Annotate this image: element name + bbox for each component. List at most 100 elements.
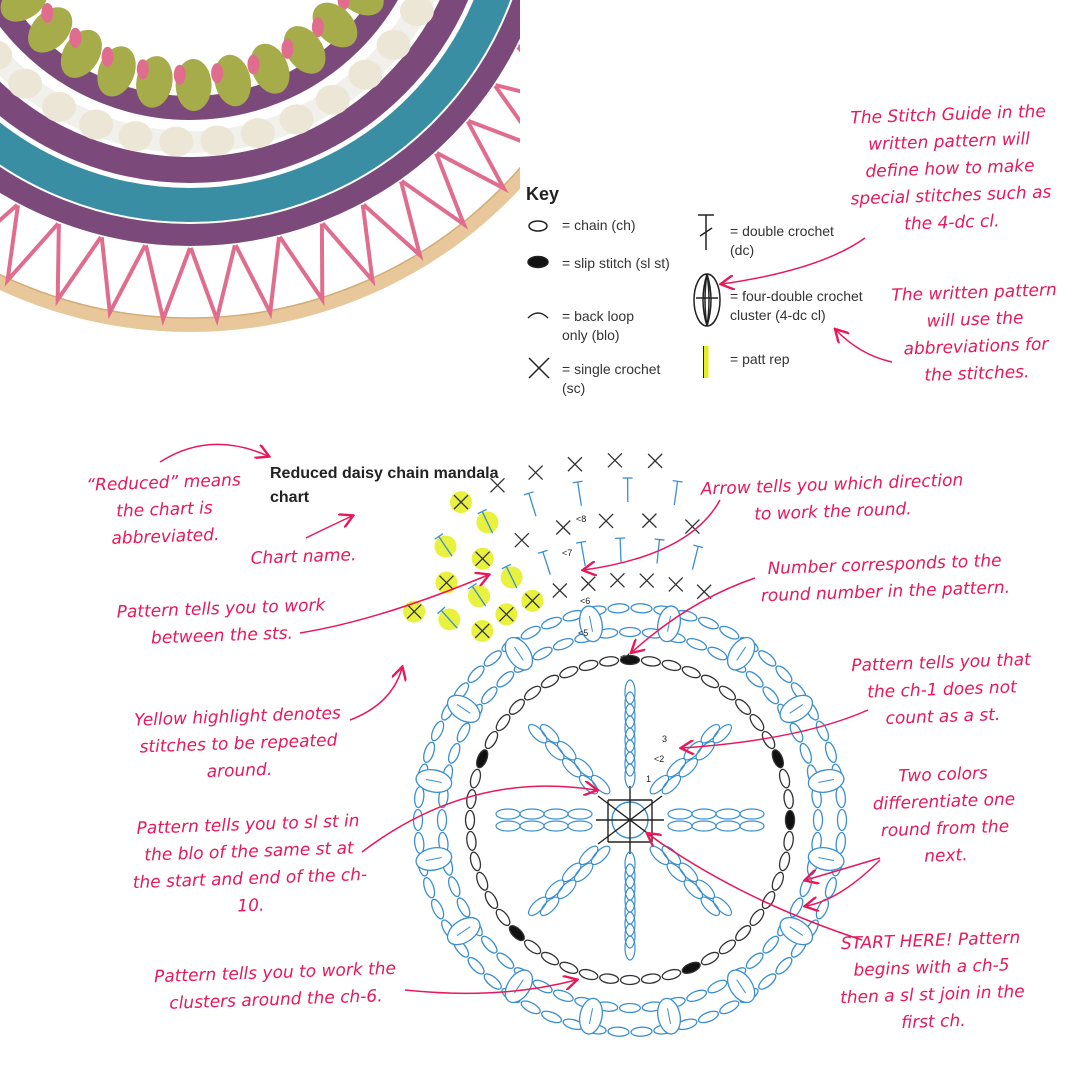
chain-stitch	[745, 952, 764, 970]
round-number: <6	[580, 596, 590, 606]
petal-chain	[712, 896, 733, 917]
cluster-line	[425, 778, 442, 784]
chain-stitch	[523, 939, 542, 955]
green-petal	[0, 0, 48, 22]
note-stitch-guide: The Stitch Guide in the written pattern …	[850, 101, 1052, 235]
note-chart-name: Chart name.	[250, 545, 357, 569]
chain-stitch	[467, 956, 485, 975]
cream-bobble	[240, 118, 275, 149]
sc-stitch	[498, 606, 514, 622]
sc-stitch	[641, 513, 657, 529]
key-label-chain: = chain (ch)	[562, 217, 636, 233]
note-yellow: Yellow highlight denotes stitches to be …	[133, 703, 342, 783]
sc-stitch	[453, 494, 469, 510]
round-number: <4	[620, 652, 630, 662]
chain-stitch	[532, 646, 553, 661]
green-petal	[28, 7, 73, 53]
chain-stitch	[532, 979, 553, 994]
sc-stitch	[490, 477, 505, 493]
chain-stitch	[771, 871, 784, 891]
chain-stitch	[640, 973, 661, 984]
chain-stitch	[436, 808, 448, 832]
chain-stitch	[618, 1002, 642, 1014]
dc-top	[477, 508, 488, 515]
chain-stitch	[749, 908, 765, 927]
chain-stitch	[523, 685, 542, 701]
single-crochet-icon	[528, 357, 550, 379]
cream-bobble	[0, 40, 13, 70]
chain-stitch	[815, 720, 830, 742]
petal-chain	[624, 691, 636, 717]
chain-stitch	[480, 686, 498, 705]
cream-bobble	[118, 121, 153, 152]
chain-stitch	[599, 973, 620, 984]
chain-stitch	[707, 646, 728, 661]
pink-accent	[69, 27, 82, 48]
chain-stitch	[476, 749, 489, 769]
cluster-line	[456, 704, 471, 714]
dc-stitch	[438, 536, 453, 557]
chain-stitch	[508, 698, 525, 715]
green-petal	[283, 26, 326, 74]
chain-stitch	[412, 808, 424, 832]
petal-chain	[667, 820, 693, 832]
cream-bobble	[399, 0, 434, 26]
key-label-slip-stitch: = slip stitch (sl st)	[562, 255, 670, 271]
dc-top	[434, 533, 444, 540]
double-crochet-icon	[698, 214, 714, 250]
pink-accent	[281, 38, 294, 59]
pink-accent	[173, 64, 186, 85]
chain-stitch	[719, 625, 740, 640]
yarn-string	[518, 44, 520, 49]
petal-chain	[519, 820, 545, 832]
chain-stitch	[618, 626, 642, 638]
sc-stitch	[607, 452, 623, 468]
petal-chain	[495, 820, 521, 832]
yarn-string	[362, 180, 424, 262]
dc-stitch	[542, 551, 551, 575]
dc-top	[672, 479, 683, 483]
dc-top	[437, 606, 446, 615]
cream-bobble	[376, 29, 411, 60]
chain-stitch	[835, 785, 847, 809]
chain-stitch	[413, 831, 425, 855]
chain-stitch	[700, 951, 720, 966]
center-stitches	[596, 786, 664, 854]
chain-stitch	[552, 637, 574, 651]
chain-stitch	[540, 951, 560, 966]
cream-bobble	[348, 59, 383, 90]
key-label-single-crochet: = single crochet (sc)	[562, 361, 661, 396]
chain-stitch	[686, 637, 708, 651]
petal-chain	[519, 808, 545, 820]
chain-stitch	[599, 656, 620, 667]
round-number: <7	[562, 548, 572, 558]
sc-stitch	[514, 532, 530, 548]
cluster-line	[818, 778, 835, 784]
pink-accent	[211, 63, 224, 84]
cream-bobble	[315, 84, 350, 115]
chain-stitch	[578, 968, 599, 981]
cluster-line	[666, 615, 672, 632]
chain-stitch	[467, 665, 485, 684]
chain-stitch	[775, 665, 793, 684]
round-number: <2	[654, 754, 664, 764]
chain-stitch	[447, 876, 461, 898]
petal-chain	[667, 808, 693, 820]
sc-stitch	[598, 513, 614, 529]
petal-chain	[691, 808, 717, 820]
cluster-line	[456, 926, 471, 936]
pink-accent	[247, 54, 260, 75]
key-label-double-crochet: = double crochet (dc)	[730, 223, 834, 258]
chain-stitch	[508, 925, 525, 942]
dc-top	[575, 540, 587, 544]
key-symbols	[527, 214, 721, 379]
sc-stitch	[439, 575, 454, 591]
chain-stitch	[835, 831, 847, 855]
chain-stitch	[697, 616, 719, 630]
cream-bobble	[42, 91, 76, 122]
chain-stitch	[762, 935, 780, 954]
round-number: <8	[576, 514, 586, 524]
sc-stitch	[524, 593, 540, 609]
cluster-line	[818, 856, 835, 862]
